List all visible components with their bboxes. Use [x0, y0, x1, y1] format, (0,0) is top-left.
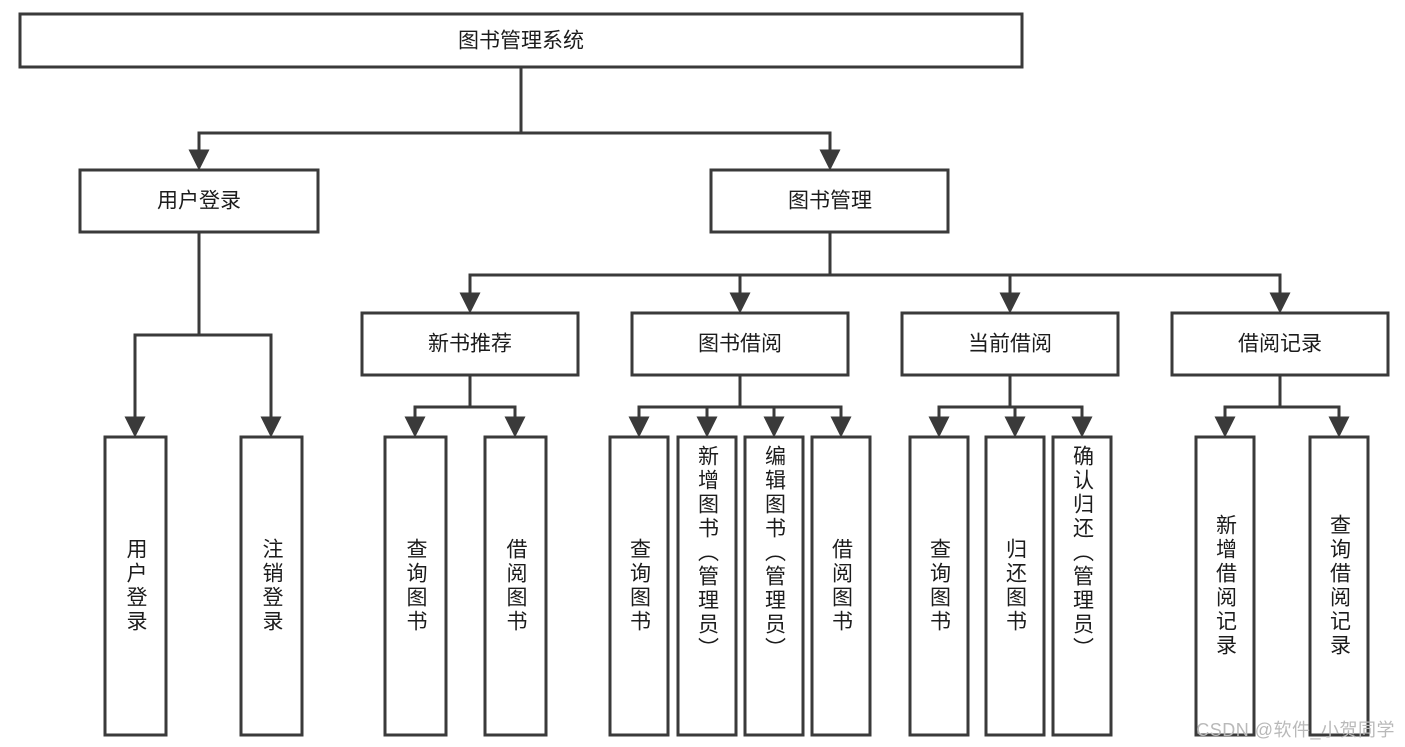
node-user-login-label: 用户登录 [157, 190, 241, 213]
node-book-borrow[interactable]: 图书借阅 [630, 311, 850, 377]
leaf-box-query-borrow-record[interactable] [1308, 435, 1370, 737]
node-book-management[interactable]: 图书管理 [709, 168, 950, 234]
connector-group-root [188, 65, 841, 171]
node-root-label: 图书管理系统 [458, 30, 584, 53]
leaf-box-query-book-1[interactable] [383, 435, 448, 737]
leaf-box-add-book-admin[interactable] [676, 435, 738, 737]
node-borrow-record-label: 借阅记录 [1238, 333, 1322, 356]
leaf-box-edit-book-admin[interactable] [743, 435, 805, 737]
leaf-box-user-logout[interactable] [239, 435, 304, 737]
node-root-box[interactable] [18, 12, 1024, 69]
node-borrow-record[interactable]: 借阅记录 [1170, 311, 1390, 377]
leaf-box-borrow-book-1[interactable] [483, 435, 548, 737]
node-book-borrow-box[interactable] [630, 311, 850, 377]
node-user-login[interactable]: 用户登录 [78, 168, 320, 234]
node-book-management-box[interactable] [709, 168, 950, 234]
node-current-borrow[interactable]: 当前借阅 [900, 311, 1120, 377]
node-borrow-record-box[interactable] [1170, 311, 1390, 377]
node-book-borrow-label: 图书借阅 [698, 333, 782, 356]
leaf-box-return-book[interactable] [984, 435, 1046, 737]
connector-group-user-login [124, 230, 282, 438]
connector-group-borrow-record [1214, 373, 1350, 438]
node-user-login-box[interactable] [78, 168, 320, 234]
leaf-box-borrow-book-2[interactable] [810, 435, 872, 737]
node-new-book-recommend-label: 新书推荐 [428, 333, 512, 356]
node-book-management-label: 图书管理 [788, 190, 872, 213]
leaf-box-user-login[interactable] [103, 435, 168, 737]
csdn-watermark: CSDN @软件_小贺同学 [1196, 720, 1395, 740]
connector-group-book-management [459, 230, 1291, 314]
leaf-box-group [103, 435, 1370, 737]
node-root[interactable]: 图书管理系统 [18, 12, 1024, 69]
node-current-borrow-label: 当前借阅 [968, 333, 1052, 356]
node-new-book-recommend[interactable]: 新书推荐 [360, 311, 580, 377]
connector-group-book-borrow [628, 373, 852, 438]
leaf-box-confirm-return-admin[interactable] [1051, 435, 1113, 737]
node-current-borrow-box[interactable] [900, 311, 1120, 377]
leaf-box-query-book-3[interactable] [908, 435, 970, 737]
leaf-box-query-book-2[interactable] [608, 435, 670, 737]
connector-group-new-book-recommend [404, 373, 526, 438]
leaf-box-add-borrow-record[interactable] [1194, 435, 1256, 737]
connector-group-current-borrow [928, 373, 1093, 438]
node-new-book-recommend-box[interactable] [360, 311, 580, 377]
